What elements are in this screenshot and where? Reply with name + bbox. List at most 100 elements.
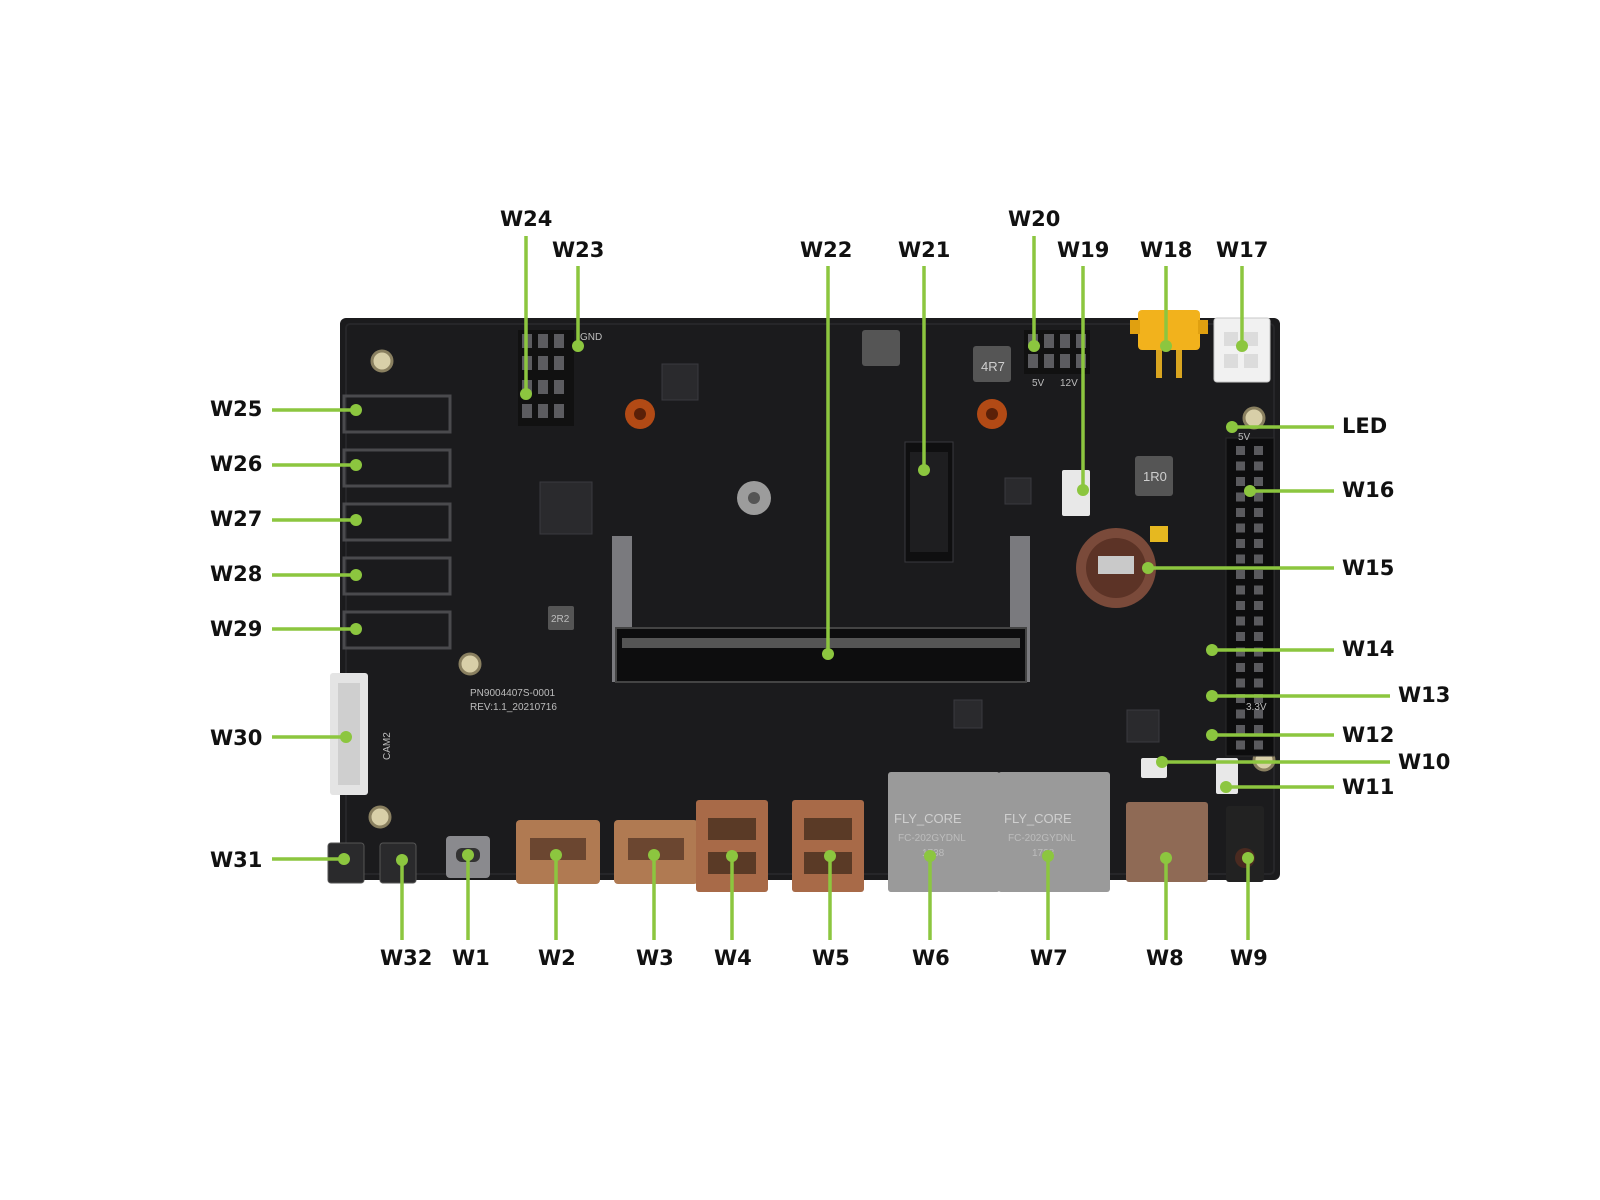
gpio-pin <box>1254 694 1263 703</box>
label-w5: W5 <box>812 946 850 970</box>
voltage-12v-silk: 12V <box>1060 378 1078 389</box>
callout-dot-w3 <box>648 849 660 861</box>
gpio-pin <box>1254 616 1263 626</box>
eth2-brand: FLY_CORE <box>1004 811 1072 826</box>
label-w23: W23 <box>552 238 604 262</box>
gpio-pin <box>1254 601 1263 610</box>
callout-dot-w32 <box>396 854 408 866</box>
gpio-5v-silk: 5V <box>1238 432 1251 443</box>
gnd-silk: GND <box>580 332 602 343</box>
callout-dot-w31 <box>338 853 350 865</box>
gpio-pin <box>1236 461 1245 471</box>
label-w3: W3 <box>636 946 674 970</box>
label-w26: W26 <box>210 452 262 476</box>
gpio-pin <box>1236 539 1245 548</box>
gpio-pin <box>1254 508 1263 517</box>
callout-dot-w25 <box>350 404 362 416</box>
inductor-1r0-label: 1R0 <box>1143 469 1167 484</box>
label-w29: W29 <box>210 617 262 641</box>
gpio-pin <box>1254 740 1263 750</box>
label-w19: W19 <box>1057 238 1109 262</box>
callout-labels: W24 W23 W22 W21 W20 W19 W18 W17 LED W16 … <box>210 207 1450 970</box>
m2-slot-w21 <box>904 441 954 563</box>
audio-jack-w9 <box>1226 806 1264 882</box>
label-w28: W28 <box>210 562 262 586</box>
gpio-pin <box>1254 539 1263 548</box>
callout-lines <box>272 236 1390 940</box>
label-w17: W17 <box>1216 238 1268 262</box>
callout-dot-w1 <box>462 849 474 861</box>
gpio-pin <box>1236 694 1245 703</box>
callout-dot-w11 <box>1220 781 1232 793</box>
ic-chips <box>539 363 1160 743</box>
gpio-pin <box>1254 570 1263 579</box>
callout-dot-w10 <box>1156 756 1168 768</box>
orange-standoffs <box>625 399 1007 429</box>
gpio-pin <box>1254 725 1263 734</box>
label-w9: W9 <box>1230 946 1268 970</box>
label-w4: W4 <box>714 946 752 970</box>
callout-dot-w20 <box>1028 340 1040 352</box>
callout-dot-w4 <box>726 850 738 862</box>
label-w32: W32 <box>380 946 432 970</box>
label-w20: W20 <box>1008 207 1060 231</box>
buttons-w31-w32 <box>327 842 417 884</box>
label-w12: W12 <box>1342 723 1394 747</box>
label-w24: W24 <box>500 207 552 231</box>
gpio-pin <box>1236 647 1245 657</box>
label-w10: W10 <box>1398 750 1450 774</box>
gpio-pin <box>1254 477 1263 486</box>
label-w2: W2 <box>538 946 576 970</box>
power-connector-w18 <box>1130 310 1208 378</box>
sodimm-slot-w22 <box>612 536 1030 683</box>
label-w6: W6 <box>912 946 950 970</box>
callout-dot-w30 <box>340 731 352 743</box>
callout-dot-w29 <box>350 623 362 635</box>
gpio-pin <box>1254 632 1263 641</box>
label-w11: W11 <box>1342 775 1394 799</box>
gpio-pin <box>1236 492 1245 502</box>
gpio-pin <box>1236 508 1245 517</box>
gpio-pin <box>1236 570 1245 579</box>
gpio-pin <box>1236 632 1245 641</box>
callout-dot-w26 <box>350 459 362 471</box>
gpio-pin <box>1254 554 1263 564</box>
label-w1: W1 <box>452 946 490 970</box>
gpio-pin <box>1236 446 1245 455</box>
gpio-pin <box>1254 709 1263 719</box>
gpio-pin <box>1236 725 1245 734</box>
gpio-pin <box>1236 616 1245 626</box>
revision-silk: REV:1.1_20210716 <box>470 702 557 713</box>
label-w30: W30 <box>210 726 262 750</box>
ethernet-ports-w6-w7 <box>888 772 1110 892</box>
gpio-3v3-silk: 3.3V <box>1246 702 1267 713</box>
sd-card-w8 <box>1126 802 1208 882</box>
callout-dots <box>338 340 1256 866</box>
label-w16: W16 <box>1342 478 1394 502</box>
callout-dot-w12 <box>1206 729 1218 741</box>
gpio-pin <box>1254 663 1263 672</box>
inductors: 4R7 1R0 2R2 <box>548 330 1173 630</box>
callout-dot-w2 <box>550 849 562 861</box>
eth1-model: FC-202GYDNL <box>898 833 966 844</box>
callout-dot-w15 <box>1142 562 1154 574</box>
label-w27: W27 <box>210 507 262 531</box>
label-led: LED <box>1342 414 1387 438</box>
label-w8: W8 <box>1146 946 1184 970</box>
gpio-pin <box>1236 523 1245 533</box>
gpio-pin <box>1254 446 1263 455</box>
gpio-pin <box>1236 678 1245 688</box>
gpio-pin <box>1236 477 1245 486</box>
callout-dot-led <box>1226 421 1238 433</box>
gpio-pin <box>1236 740 1245 750</box>
eth1-brand: FLY_CORE <box>894 811 962 826</box>
callout-dot-w6 <box>924 850 936 862</box>
label-w25: W25 <box>210 397 262 421</box>
gpio-pin <box>1254 585 1263 595</box>
gpio-pin <box>1254 523 1263 533</box>
cam2-silk: CAM2 <box>382 732 393 760</box>
label-w7: W7 <box>1030 946 1068 970</box>
label-w14: W14 <box>1342 637 1394 661</box>
callout-dot-w7 <box>1042 850 1054 862</box>
